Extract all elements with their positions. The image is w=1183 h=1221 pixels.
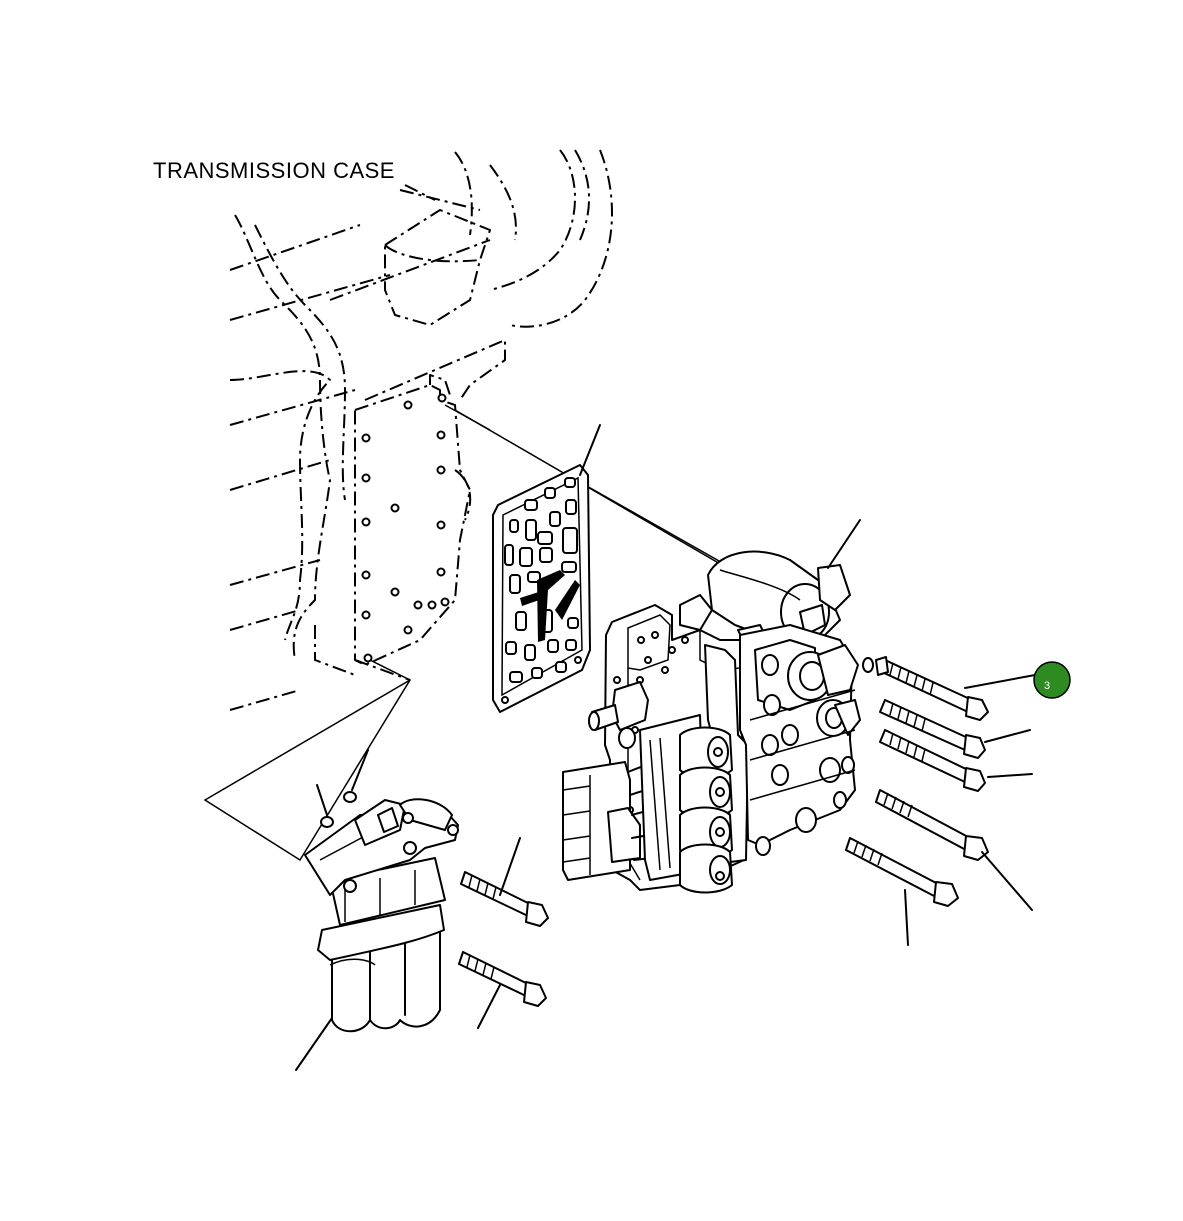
separator-plate [492, 464, 591, 713]
separator-plate-leader [579, 424, 601, 476]
accumulator-leaders [295, 749, 369, 1071]
valve-body-assembly [562, 550, 874, 894]
callout-3[interactable]: 3 [1033, 661, 1071, 699]
shift-solenoids [679, 726, 733, 894]
transmission-case [229, 149, 613, 711]
case-bolt-holes [361, 393, 450, 663]
accumulator-assembly [304, 791, 459, 1033]
bolt-leaders [904, 674, 1036, 946]
transmission-case-leader [404, 184, 436, 201]
valve-body-bolts [845, 656, 989, 907]
valve-body-solenoid-leader [827, 519, 861, 569]
callout-3-number: 3 [1044, 680, 1050, 692]
transmission-case-label: TRANSMISSION CASE [153, 158, 395, 183]
accumulator-bolts [458, 837, 549, 1029]
